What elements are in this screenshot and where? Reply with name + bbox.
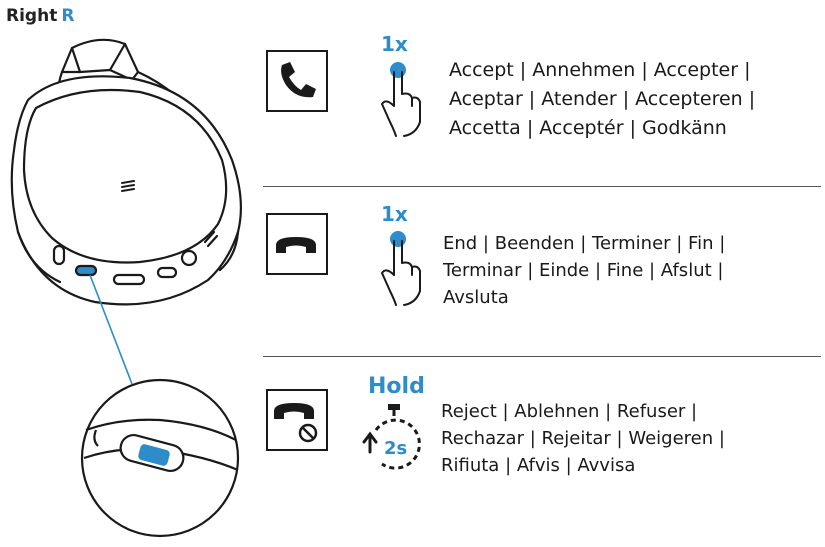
text-line: Accetta | Acceptér | Godkänn [449, 117, 727, 139]
side-letter: R [61, 6, 75, 26]
tap-icon [381, 62, 421, 137]
tap-count: 1x [381, 202, 408, 226]
callout-line [89, 274, 133, 385]
tap-icon [381, 231, 421, 306]
phone-accept-icon [266, 50, 328, 112]
text-line: Accept | Annehmen | Accepter | [449, 59, 751, 81]
reject-text: Reject | Ablehnen | Refuser | Rechazar |… [441, 398, 725, 479]
accept-text: Accept | Annehmen | Accepter | Aceptar |… [449, 56, 755, 143]
text-line: End | Beenden | Terminer | Fin | [443, 233, 726, 254]
tap-count: 1x [381, 32, 408, 56]
timer-icon: 2s [362, 404, 421, 470]
text-line: Terminar | Einde | Fine | Afslut | [443, 260, 724, 281]
text-line: Avsluta [443, 287, 509, 308]
divider [263, 356, 821, 357]
phone-reject-icon [266, 389, 328, 451]
phone-hangup-icon [266, 213, 328, 275]
hold-label: Hold [368, 374, 425, 399]
headphone-earcup-icon [10, 38, 242, 306]
divider [263, 186, 821, 187]
text-line: Rechazar | Rejeitar | Weigeren | [441, 428, 725, 449]
timer-duration: 2s [384, 438, 407, 459]
headphone-illustration [10, 38, 242, 538]
zoom-detail [80, 378, 240, 538]
text-line: Reject | Ablehnen | Refuser | [441, 401, 698, 422]
text-line: Aceptar | Atender | Accepteren | [449, 88, 756, 110]
side-label-text: Right [6, 6, 58, 26]
text-line: Rifiuta | Afvis | Avvisa [441, 455, 636, 476]
end-text: End | Beenden | Terminer | Fin | Termina… [443, 230, 725, 311]
